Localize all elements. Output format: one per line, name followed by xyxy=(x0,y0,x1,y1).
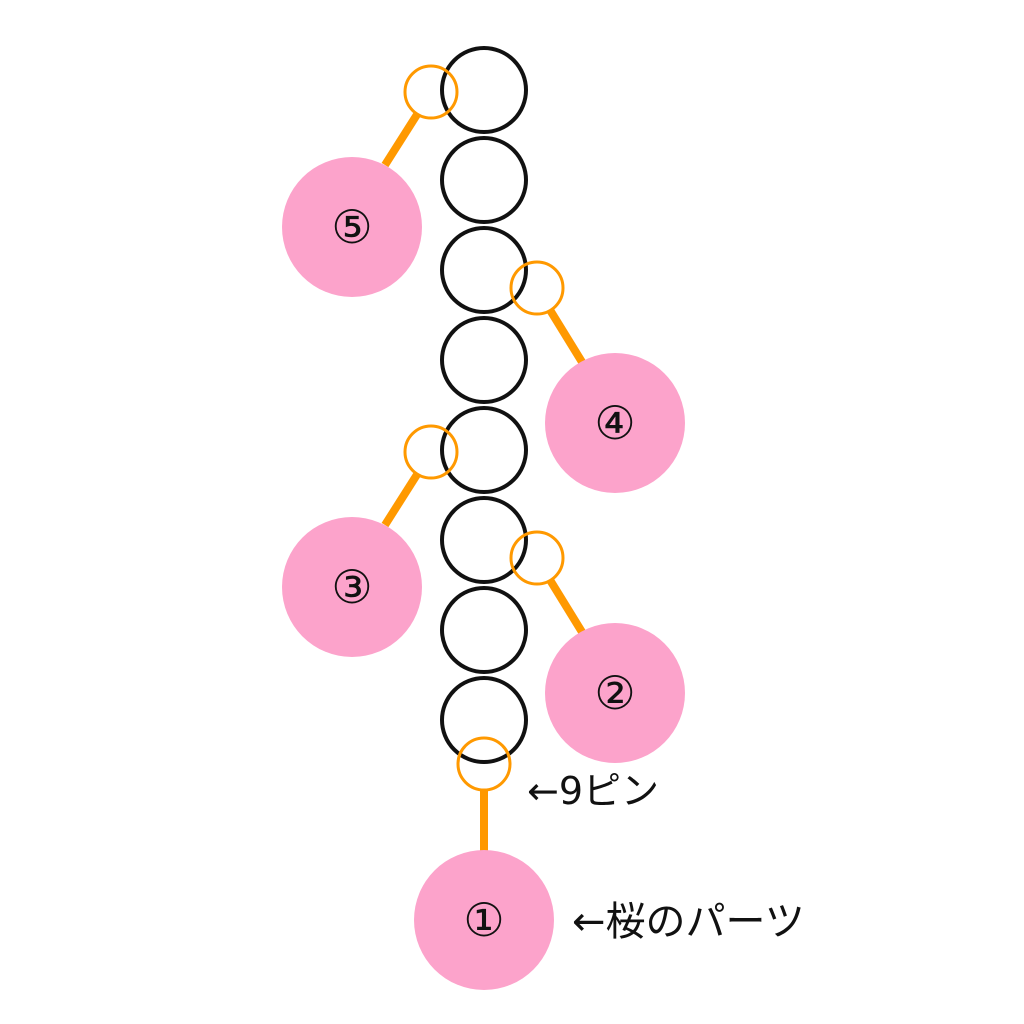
sakura-part-number: ① xyxy=(463,893,504,947)
sakura-part xyxy=(545,353,685,493)
pin-annotation: ←9ピン xyxy=(527,769,659,813)
chain-link xyxy=(440,586,528,674)
chain-link xyxy=(440,406,528,494)
chain-link xyxy=(440,676,528,764)
pin-wire xyxy=(381,470,422,528)
pin-wire xyxy=(546,577,586,635)
sakura-part xyxy=(545,623,685,763)
pin-wire xyxy=(381,110,422,168)
sakura-part-number: ③ xyxy=(331,560,372,614)
sakura-part-number: ④ xyxy=(594,396,635,450)
chain-link xyxy=(440,46,528,134)
pin-loop xyxy=(509,260,565,316)
chain-link xyxy=(440,316,528,404)
pin-loop xyxy=(403,64,459,120)
sakura-part xyxy=(282,157,422,297)
chain-link xyxy=(440,136,528,224)
chain-link xyxy=(440,496,528,584)
pin-loop xyxy=(509,530,565,586)
parts-annotation: ←桜のパーツ xyxy=(572,899,805,945)
sakura-part-number: ② xyxy=(594,666,635,720)
sakura-part xyxy=(282,517,422,657)
pin-loop xyxy=(456,736,512,792)
pin-loop xyxy=(403,424,459,480)
sakura-part-number: ⑤ xyxy=(331,200,372,254)
chain-link xyxy=(440,226,528,314)
pin-wire xyxy=(546,307,586,365)
sakura-part xyxy=(414,850,554,990)
